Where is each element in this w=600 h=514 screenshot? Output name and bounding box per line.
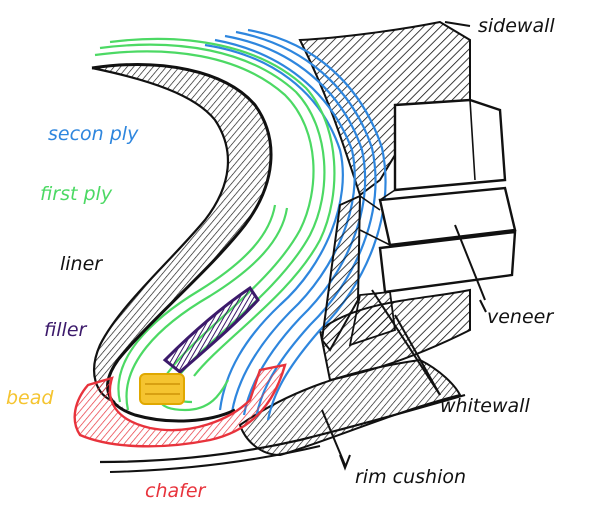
- label-first-ply: first ply: [40, 183, 113, 205]
- label-sidewall: sidewall: [478, 15, 555, 37]
- bead-bundle: [139, 373, 185, 405]
- filler-region: [162, 285, 260, 374]
- label-second-ply: secon ply: [48, 123, 139, 145]
- label-liner: liner: [60, 253, 103, 275]
- liner-hatching: [92, 64, 272, 415]
- label-whitewall: whitewall: [440, 395, 530, 417]
- label-pointers: [321, 21, 487, 471]
- label-chafer: chafer: [145, 480, 207, 502]
- label-filler: filler: [44, 319, 88, 341]
- label-rim-cushion: rim cushion: [355, 466, 466, 488]
- first-ply-lines: [94, 37, 336, 412]
- tread-blocks: [378, 98, 517, 294]
- label-bead: bead: [6, 387, 54, 409]
- whitewall-strip: [320, 194, 362, 352]
- label-veneer: veneer: [487, 306, 554, 328]
- outer-bottom-outline: [99, 393, 466, 464]
- chafer-region: [73, 363, 287, 448]
